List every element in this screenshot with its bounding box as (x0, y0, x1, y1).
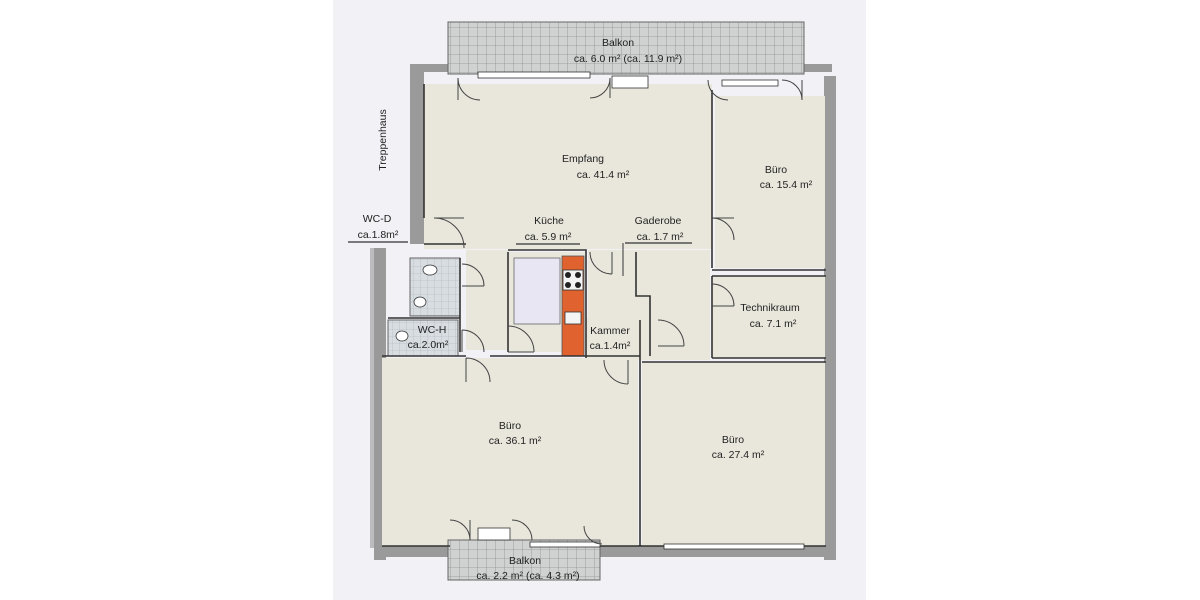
kammer-room (586, 318, 638, 358)
wc-h-name: WC-H (418, 324, 447, 336)
rooms (382, 84, 825, 546)
kitchen-sink (564, 311, 582, 325)
buero-bottom-right-area: ca. 27.4 m² (712, 449, 765, 461)
kueche-name: Küche (534, 215, 564, 227)
treppenhaus-label: Treppenhaus (377, 109, 389, 171)
balkon-bottom-name: Balkon (509, 555, 541, 567)
buero-top-right-name: Büro (765, 164, 787, 176)
buero-top-right-area: ca. 15.4 m² (760, 179, 813, 191)
gaderobe-name: Gaderobe (635, 215, 682, 227)
technikraum-room (712, 276, 825, 358)
buero-bottom-left-room (382, 358, 638, 546)
doors (433, 77, 803, 545)
buero-top-right-room (715, 96, 825, 268)
balkon-top-area: ca. 6.0 m² (ca. 11.9 m²) (574, 53, 682, 65)
flur-room (466, 250, 510, 350)
buero-bottom-right-room (642, 362, 825, 546)
technikraum-area: ca. 7.1 m² (750, 318, 797, 330)
technikraum-name: Technikraum (740, 302, 800, 314)
wc-d-name: WC-D (363, 213, 392, 225)
empfang-area: ca. 41.4 m² (577, 169, 630, 181)
wc-h-area: ca.2.0m² (408, 339, 449, 351)
empfang-room (424, 84, 712, 249)
buero-bottom-left-area: ca. 36.1 m² (489, 435, 542, 447)
kueche-area: ca. 5.9 m² (525, 231, 572, 243)
wc-d-area: ca.1.8m² (358, 229, 399, 241)
buero-bottom-right-name: Büro (722, 434, 744, 446)
kammer-area: ca.1.4m² (590, 340, 631, 352)
kammer-name: Kammer (590, 325, 630, 337)
empfang-name: Empfang (562, 153, 604, 165)
balkon-top (447, 21, 805, 75)
windows (477, 71, 805, 550)
gaderobe-area: ca. 1.7 m² (637, 231, 684, 243)
buero-bottom-left-name: Büro (499, 420, 521, 432)
balkon-bottom-area: ca. 2.2 m² (ca. 4.3 m²) (476, 570, 579, 582)
balkon-top-name: Balkon (602, 37, 634, 49)
